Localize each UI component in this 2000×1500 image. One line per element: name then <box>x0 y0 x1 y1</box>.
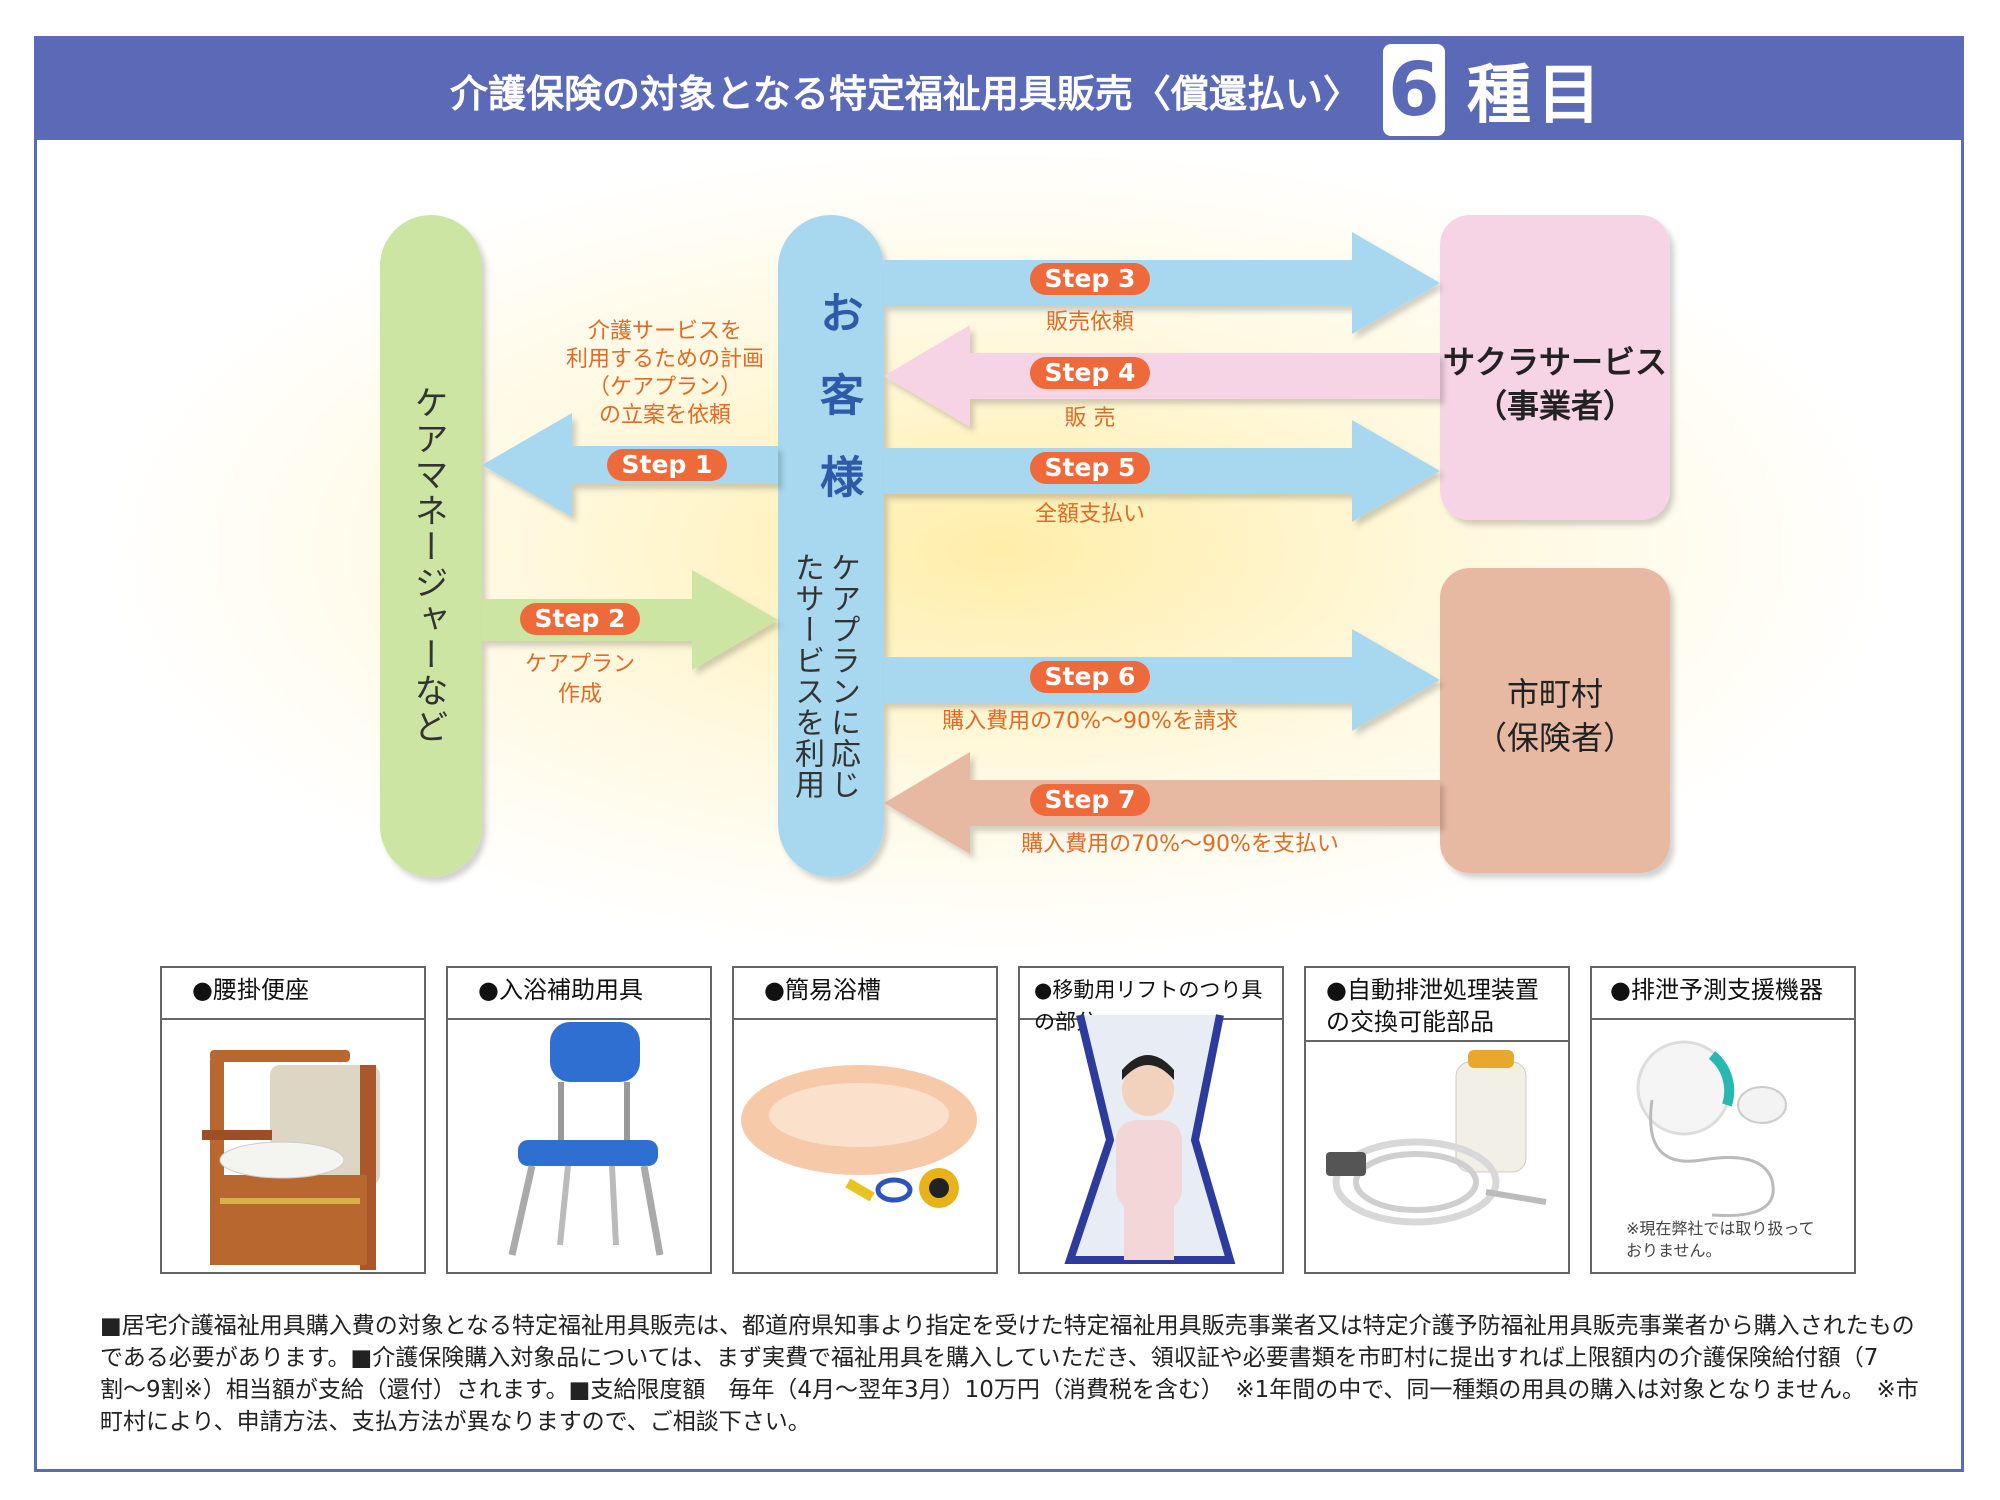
step7-text: 購入費用の70%〜90%を支払い <box>1021 832 1339 857</box>
product-card-commode: ●腰掛便座 <box>160 966 426 1274</box>
step1-text: 介護サービスを 利用するための計画 （ケアプラン） の立案を依頼 <box>565 319 764 428</box>
excretion-device-parts-icon <box>1326 1050 1547 1226</box>
product-title: ●移動用リフトのつり具の部分 <box>1020 968 1282 1034</box>
customer-title: お客様 <box>812 290 863 536</box>
municipality-label: 市町村 （保険者） <box>1440 672 1670 760</box>
header-number: 6 <box>1382 44 1445 136</box>
header-title-text: 介護保険の対象となる特定福祉用具販売〈償還払い〉 <box>450 71 1361 116</box>
step3-pill: Step 3 <box>1030 263 1150 295</box>
product-title: ●簡易浴槽 <box>734 968 996 1020</box>
product-card-lift-sling: ●移動用リフトのつり具の部分 <box>1018 966 1284 1274</box>
commode-chair-icon <box>202 1050 380 1270</box>
customer-subtitle: ケアプランに応じたサービスを利用 <box>789 552 860 800</box>
provider-label: サクラサービス （事業者） <box>1440 340 1670 428</box>
step7-pill: Step 7 <box>1030 784 1150 816</box>
municipality-box <box>1440 568 1670 873</box>
excretion-predictor-icon <box>1636 1040 1787 1218</box>
step4-pill: Step 4 <box>1030 357 1150 389</box>
product-card-tub: ●簡易浴槽 <box>732 966 998 1274</box>
inflatable-tub-icon <box>741 1065 977 1208</box>
municipality-name: 市町村 <box>1506 675 1603 713</box>
care-manager-box <box>380 215 482 877</box>
step3-text: 販売依頼 <box>1045 310 1134 335</box>
step2-text: ケアプラン 作成 <box>524 652 635 707</box>
step5-pill: Step 5 <box>1030 452 1150 484</box>
step5-text: 全額支払い <box>1034 502 1145 527</box>
care-manager-label: ケアマネージャーなど <box>408 385 448 745</box>
product-title: ●自動排泄処理装置 の交換可能部品 <box>1306 968 1568 1042</box>
predictor-note: ※現在弊社では取り扱って おりません。 <box>1626 1219 1815 1260</box>
provider-box <box>1440 215 1670 520</box>
shower-chair-icon <box>508 1022 664 1256</box>
step4-arrow <box>884 325 1440 427</box>
product-title: ●腰掛便座 <box>162 968 424 1020</box>
header-title: 介護保険の対象となる特定福祉用具販売〈償還払い〉 6 種目 <box>450 44 1607 136</box>
header-bar <box>34 36 1964 140</box>
step1-pill: Step 1 <box>607 449 727 481</box>
provider-name: サクラサービス <box>1442 343 1667 381</box>
provider-role: （事業者） <box>1474 387 1635 425</box>
customer-box <box>778 215 884 877</box>
product-card-excretion-parts: ●自動排泄処理装置 の交換可能部品 <box>1304 966 1570 1274</box>
step6-arrow <box>884 629 1440 731</box>
step4-text: 販 売 <box>1064 406 1116 431</box>
lift-sling-icon <box>1064 1014 1236 1264</box>
product-card-predictor: ●排泄予測支援機器 ※現在弊社では取り扱って おりません。 <box>1590 966 1856 1274</box>
municipality-role: （保険者） <box>1474 719 1635 757</box>
step2-pill: Step 2 <box>520 603 640 635</box>
product-card-bath-aid: ●入浴補助用具 <box>446 966 712 1274</box>
flow-diagram <box>380 215 1670 877</box>
step6-pill: Step 6 <box>1030 661 1150 693</box>
product-title: ●入浴補助用具 <box>448 968 710 1020</box>
header-suffix: 種目 <box>1466 59 1607 133</box>
step6-text: 購入費用の70%〜90%を請求 <box>942 709 1238 734</box>
product-title: ●排泄予測支援機器 <box>1592 968 1854 1020</box>
step7-arrow <box>884 752 1440 854</box>
step5-arrow <box>884 420 1440 522</box>
footer-notes: ■居宅介護福祉用具購入費の対象となる特定福祉用具販売は、都道府県知事より指定を受… <box>100 1313 1919 1435</box>
step3-arrow <box>884 232 1440 334</box>
